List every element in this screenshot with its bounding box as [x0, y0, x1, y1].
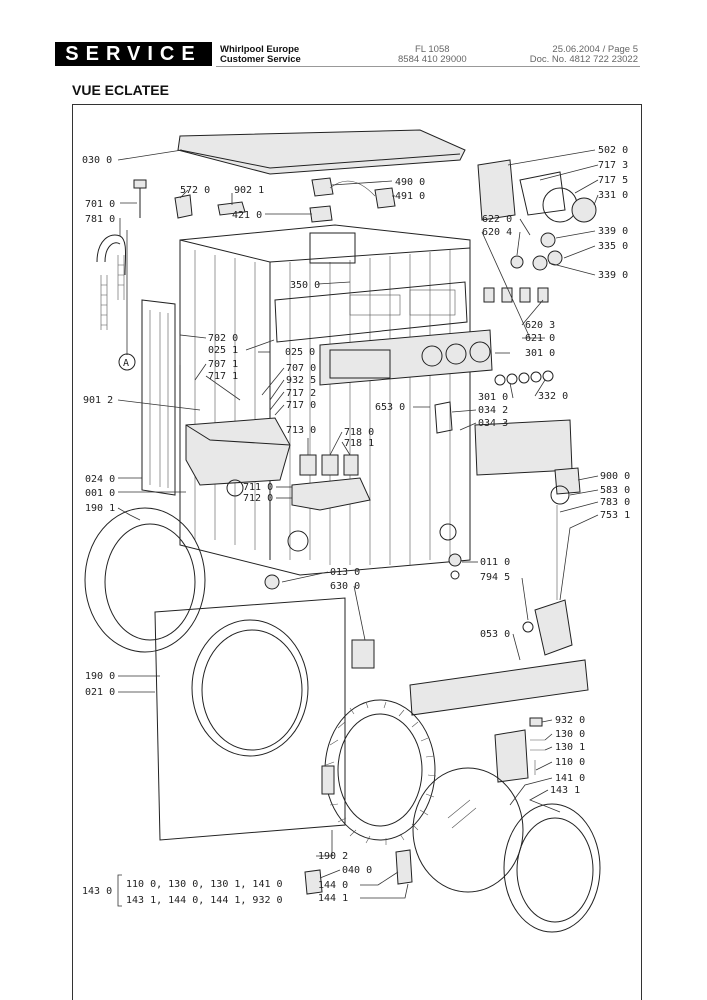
callout-718-0: 718 0	[344, 427, 374, 438]
callout-781-0: 781 0	[85, 214, 115, 225]
door-hinge	[494, 717, 545, 783]
callout-130-0: 130 0	[555, 729, 585, 740]
diagram-frame	[72, 104, 642, 1000]
callout-717-0: 717 0	[286, 400, 316, 411]
cabinet-body	[179, 224, 471, 576]
small-top-parts	[174, 177, 396, 223]
callout-902-1: 902 1	[234, 185, 264, 196]
page-title: VUE ECLATEE	[72, 82, 169, 98]
callout-901-2: 901 2	[83, 395, 113, 406]
callout-021-0: 021 0	[85, 687, 115, 698]
callout-622-0: 622 0	[482, 214, 512, 225]
callout-583-0: 583 0	[600, 485, 630, 496]
control-module-top-right	[477, 159, 597, 303]
door-lock-assembly	[534, 467, 581, 656]
callout-490-0: 490 0	[395, 177, 425, 188]
callout-794-5: 794 5	[480, 572, 510, 583]
callout-630-0: 630 0	[330, 581, 360, 592]
side-panel	[141, 299, 176, 496]
callout-034-2: 034 2	[478, 405, 508, 416]
callout-339-0-b: 339 0	[598, 270, 628, 281]
marker-a: A	[123, 358, 129, 369]
callout-110-0: 110 0	[555, 757, 585, 768]
callout-144-0: 144 0	[318, 880, 348, 891]
callout-143-1: 143 1	[550, 785, 580, 796]
callout-717-3: 717 3	[598, 160, 628, 171]
callout-717-1: 717 1	[208, 371, 238, 382]
callout-141-0: 141 0	[555, 773, 585, 784]
callout-421-0: 421 0	[232, 210, 262, 221]
callout-144-1: 144 1	[318, 893, 348, 904]
callout-718-1: 718 1	[344, 438, 374, 449]
callout-713-0: 713 0	[286, 425, 316, 436]
callout-025-0: 025 0	[285, 347, 315, 358]
drain-hose	[96, 179, 147, 371]
callout-190-0: 190 0	[85, 671, 115, 682]
document-number: Doc. No. 4812 722 23022	[529, 54, 638, 65]
tub-seal	[84, 507, 206, 653]
callout-753-1: 753 1	[600, 510, 630, 521]
callout-053-0: 053 0	[480, 629, 510, 640]
callout-712-0: 712 0	[243, 493, 273, 504]
kit-legend-label: 143 0	[82, 886, 112, 897]
callout-011-0: 011 0	[480, 557, 510, 568]
callout-332-0: 332 0	[538, 391, 568, 402]
kit-legend: 143 0 110 0, 130 0, 130 1, 141 0 143 1, …	[82, 879, 283, 906]
callout-620-4: 620 4	[482, 227, 512, 238]
kit-legend-row1: 110 0, 130 0, 130 1, 141 0	[126, 879, 283, 890]
callout-350-0: 350 0	[290, 280, 320, 291]
callout-932-5: 932 5	[286, 375, 316, 386]
callout-013-0: 013 0	[330, 567, 360, 578]
top-lid	[177, 129, 466, 175]
callout-339-0-a: 339 0	[598, 226, 628, 237]
callout-130-1: 130 1	[555, 742, 585, 753]
detergent-dispenser	[185, 417, 371, 511]
company-name: Whirlpool Europe	[220, 44, 300, 55]
kick-plate	[409, 553, 589, 716]
callout-702-0: 702 0	[208, 333, 238, 344]
company-department: Customer Service	[220, 54, 301, 65]
callout-301-0-a: 301 0	[525, 348, 555, 359]
callout-502-0: 502 0	[598, 145, 628, 156]
callout-900-0: 900 0	[600, 471, 630, 482]
callout-491-0: 491 0	[395, 191, 425, 202]
callout-621-0: 621 0	[525, 333, 555, 344]
leader-lines	[117, 149, 599, 907]
model-name: FL 1058	[415, 44, 450, 55]
date-page: 25.06.2004 / Page 5	[552, 44, 638, 55]
callout-717-2: 717 2	[286, 388, 316, 399]
callout-717-5: 717 5	[598, 175, 628, 186]
callout-707-1: 707 1	[208, 359, 238, 370]
callout-620-3: 620 3	[525, 320, 555, 331]
callout-783-0: 783 0	[600, 497, 630, 508]
model-number: 8584 410 29000	[398, 54, 467, 65]
callout-932-0: 932 0	[555, 715, 585, 726]
header-rule	[216, 66, 640, 67]
callout-labels: 030 0 572 0 902 1 701 0 781 0 421 0 490 …	[82, 145, 630, 904]
callout-034-3: 034 3	[478, 418, 508, 429]
callout-331-0: 331 0	[598, 190, 628, 201]
control-panel	[274, 281, 493, 386]
callout-335-0: 335 0	[598, 241, 628, 252]
callout-040-0: 040 0	[342, 865, 372, 876]
callout-301-0-b: 301 0	[478, 392, 508, 403]
callout-653-0: 653 0	[375, 402, 405, 413]
callout-025-1: 025 1	[208, 345, 238, 356]
callout-190-1: 190 1	[85, 503, 115, 514]
front-panel	[154, 574, 375, 841]
door-assembly	[304, 699, 601, 933]
callout-024-0: 024 0	[85, 474, 115, 485]
callout-701-0: 701 0	[85, 199, 115, 210]
callout-190-2: 190 2	[318, 851, 348, 862]
callout-711-0: 711 0	[243, 482, 273, 493]
callout-572-0: 572 0	[180, 185, 210, 196]
callout-707-0: 707 0	[286, 363, 316, 374]
service-badge: SERVICE	[55, 42, 212, 66]
callout-030-0: 030 0	[82, 155, 112, 166]
callout-001-0: 001 0	[85, 488, 115, 499]
kit-legend-row2: 143 1, 144 0, 144 1, 932 0	[126, 895, 283, 906]
